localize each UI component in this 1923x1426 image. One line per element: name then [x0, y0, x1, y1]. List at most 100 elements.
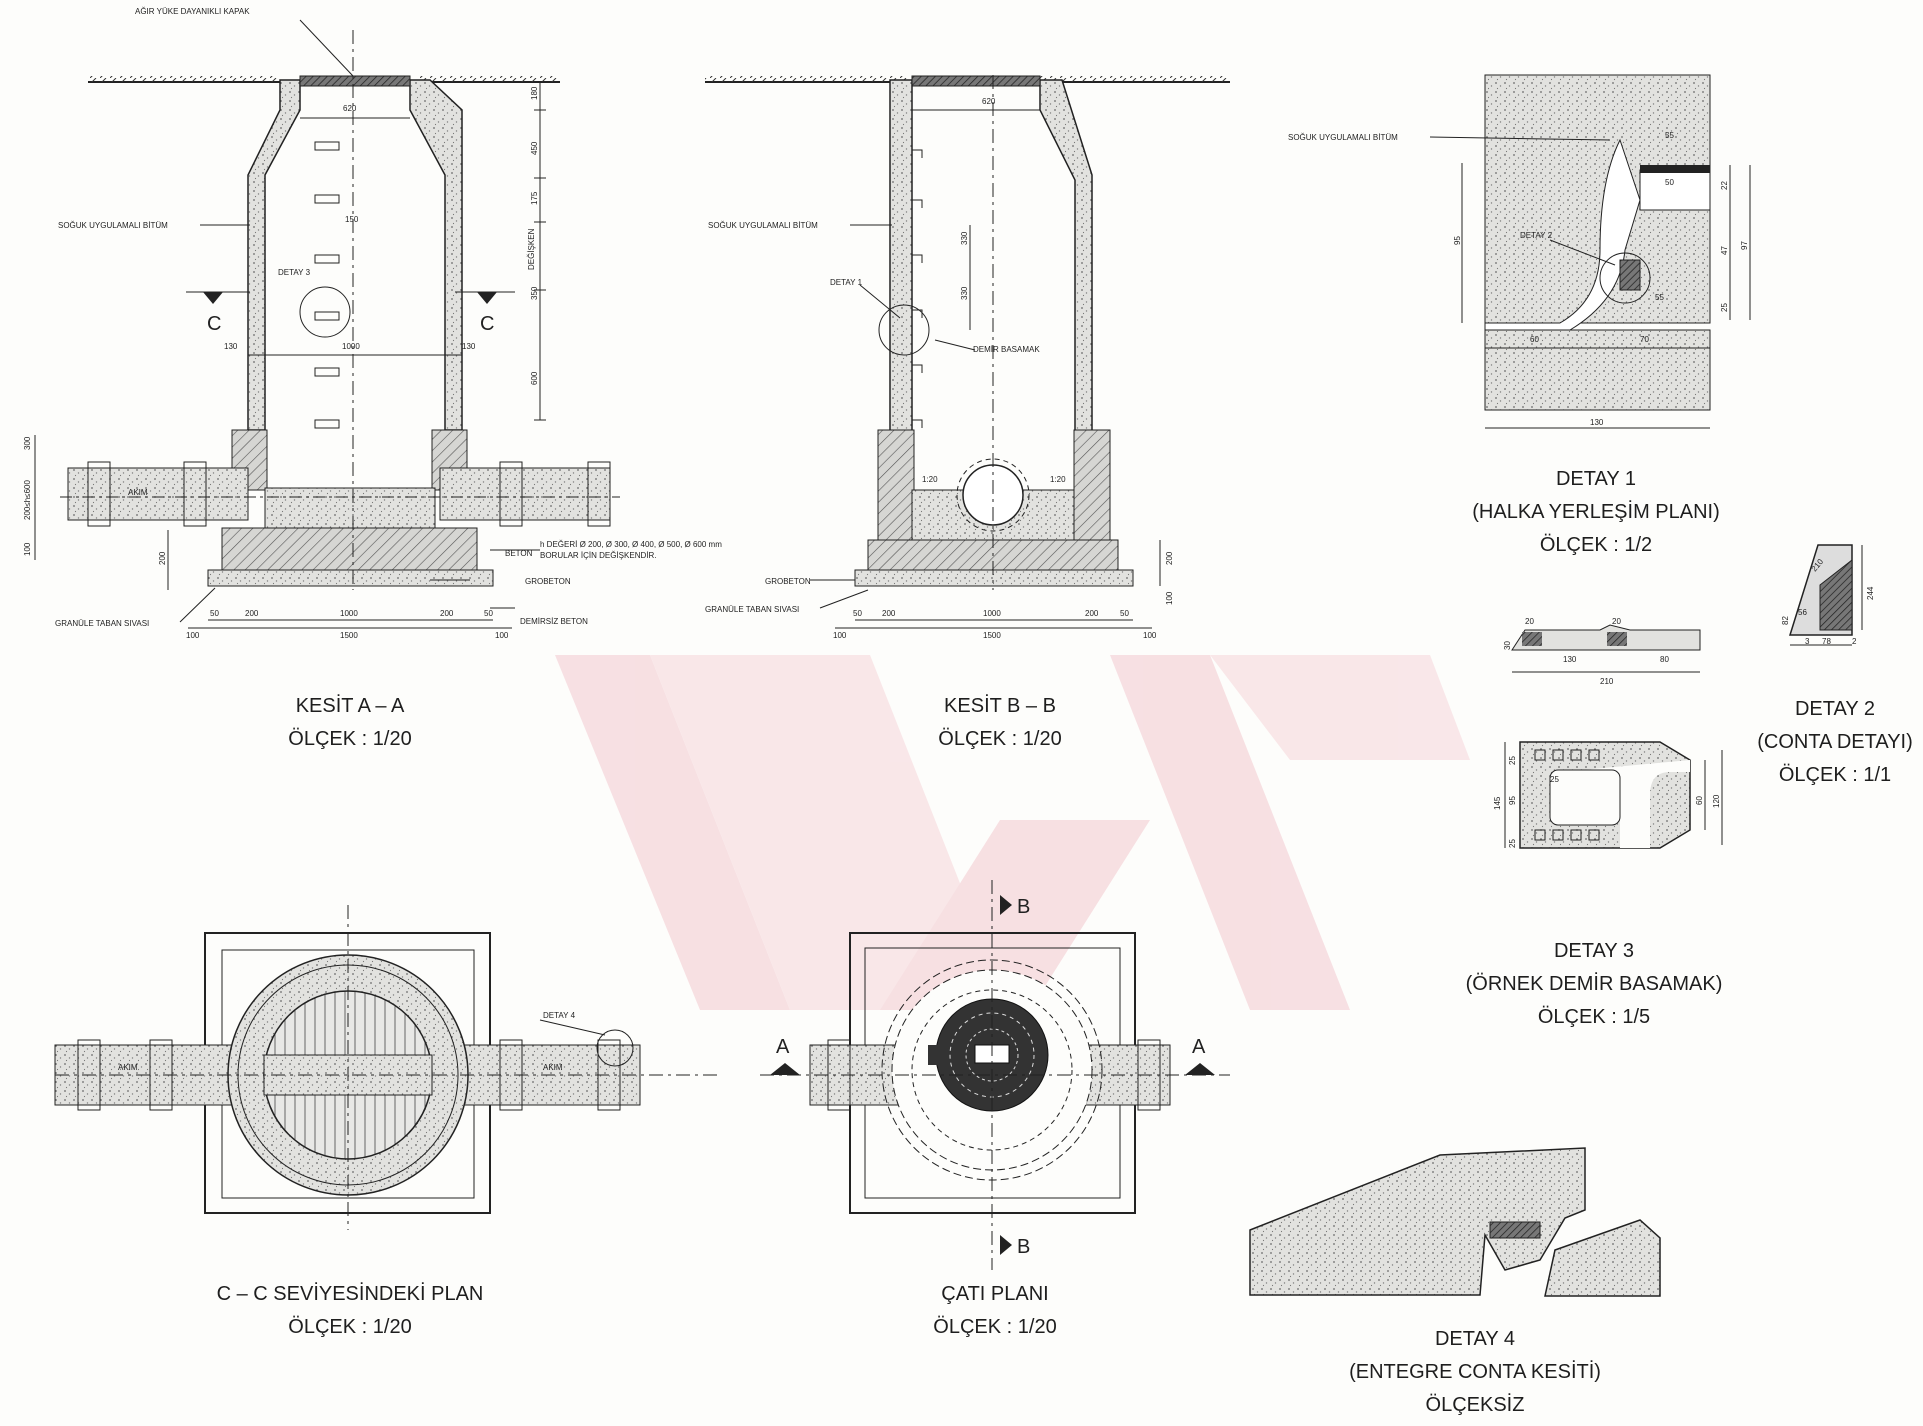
- label-bb-grobeton: GROBETON: [765, 577, 811, 586]
- section-aa-drawing: [34, 19, 620, 629]
- label-detail3: DETAY 3: [278, 268, 311, 277]
- dim-b1500: 1500: [340, 631, 358, 640]
- label-bb-bitumen: SOĞUK UYGULAMALI BİTÜM: [708, 221, 818, 230]
- caption-d4-scale: ÖLÇEKSİZ: [1425, 1394, 1525, 1416]
- caption-d2-scale: ÖLÇEK : 1/1: [1778, 764, 1892, 786]
- detail4-drawing: [1249, 1147, 1661, 1297]
- label-h-note: h DEĞERİ Ø 200, Ø 300, Ø 400, Ø 500, Ø 6…: [540, 540, 722, 549]
- caption-section-aa: KESİT A – A ÖLÇEK : 1/20: [288, 690, 411, 756]
- label-step: DEMİR BASAMAK: [973, 345, 1040, 354]
- plan-cc-drawing: [54, 905, 720, 1230]
- dim-600: 600: [530, 371, 539, 385]
- dim-h-range: 200≤h≤600: [23, 480, 32, 520]
- caption-d1-subtitle: (HALKA YERLEŞİM PLANI): [1472, 501, 1720, 523]
- dim-d3-p25b: 25: [1508, 756, 1517, 765]
- dim-bb-330b: 330: [960, 286, 969, 300]
- caption-d1-scale: ÖLÇEK : 1/2: [1539, 534, 1653, 556]
- dim-d3-p25c: 25: [1508, 839, 1517, 848]
- dim-d3-p95: 95: [1508, 796, 1517, 805]
- dim-d2-78: 78: [1822, 637, 1831, 646]
- dim-d3-t210: 210: [1600, 677, 1614, 686]
- dim-d3-p25: 25: [1550, 775, 1559, 784]
- dim-bb-slope-left: 1:20: [922, 475, 938, 484]
- dim-b100b: 100: [495, 631, 509, 640]
- dim-d1-55: 55: [1665, 131, 1674, 140]
- dim-d1-50: 50: [1665, 178, 1674, 187]
- dim-180: 180: [530, 86, 539, 100]
- caption-cc-title: C – C SEVİYESİNDEKİ PLAN: [216, 1283, 484, 1305]
- dim-350: 350: [530, 286, 539, 300]
- dim-d2-82: 82: [1781, 616, 1790, 625]
- label-beton: BETON: [505, 549, 533, 558]
- label-flow-right: AKIM: [543, 1063, 563, 1072]
- dim-b50a: 50: [210, 609, 219, 618]
- caption-d3-title: DETAY 3: [1553, 940, 1635, 962]
- dim-bb-b200b: 200: [1085, 609, 1099, 618]
- dim-bb-b1500: 1500: [983, 631, 1001, 640]
- dim-175: 175: [530, 191, 539, 205]
- dim-d1-95: 95: [1453, 236, 1462, 245]
- dim-200-left: 200: [158, 551, 167, 565]
- dim-bb-200: 200: [1165, 551, 1174, 565]
- caption-roof-scale: ÖLÇEK : 1/20: [933, 1316, 1057, 1338]
- dim-d3-t30: 30: [1503, 641, 1512, 650]
- dim-bb-b100a: 100: [833, 631, 847, 640]
- label-demirsiz: DEMİRSİZ BETON: [520, 617, 588, 626]
- label-section-c-right: C: [480, 313, 494, 335]
- caption-detail4: DETAY 4 (ENTEGRE CONTA KESİTİ) ÖLÇEKSİZ: [1349, 1323, 1601, 1422]
- caption-detail3: DETAY 3 (ÖRNEK DEMİR BASAMAK) ÖLÇEK : 1/…: [1466, 935, 1723, 1034]
- dim-d1-25: 25: [1720, 303, 1729, 312]
- detail1-labels: SOĞUK UYGULAMALI BİTÜM DETAY 2 55 50 55 …: [1288, 131, 1749, 427]
- dim-d3-t130: 130: [1563, 655, 1577, 664]
- caption-detail1: DETAY 1 (HALKA YERLEŞİM PLANI) ÖLÇEK : 1…: [1472, 463, 1720, 562]
- label-b-bottom: B: [1017, 1236, 1030, 1258]
- detail1-drawing: [1429, 74, 1751, 429]
- label-a-left: A: [776, 1036, 790, 1058]
- dim-d1-97: 97: [1740, 241, 1749, 250]
- dim-b200a: 200: [245, 609, 259, 618]
- label-bb-granule: GRANÜLE TABAN SIVASI: [705, 605, 799, 614]
- label-detail4: DETAY 4: [543, 1011, 576, 1020]
- caption-d1-title: DETAY 1: [1555, 468, 1637, 490]
- dim-150: 150: [345, 215, 359, 224]
- dim-d3-t20a: 20: [1525, 617, 1534, 626]
- caption-d3-scale: ÖLÇEK : 1/5: [1537, 1006, 1651, 1028]
- caption-aa-title: KESİT A – A: [295, 695, 405, 717]
- caption-d4-subtitle: (ENTEGRE CONTA KESİTİ): [1349, 1361, 1601, 1383]
- dim-bb-100: 100: [1165, 591, 1174, 605]
- caption-roof-plan: ÇATI PLANI ÖLÇEK : 1/20: [933, 1278, 1056, 1344]
- dim-d2-3: 3: [1805, 637, 1810, 646]
- section-bb-labels: SOĞUK UYGULAMALI BİTÜM DETAY 1 DEMİR BAS…: [705, 97, 1174, 640]
- label-section-c-left: C: [207, 313, 221, 335]
- dim-b200b: 200: [440, 609, 454, 618]
- caption-d2-subtitle: (CONTA DETAYI): [1757, 731, 1913, 753]
- dim-620: 620: [343, 104, 357, 113]
- caption-aa-scale: ÖLÇEK : 1/20: [288, 728, 412, 750]
- label-bitumen: SOĞUK UYGULAMALI BİTÜM: [58, 221, 168, 230]
- label-pipe-note: BORULAR İÇİN DEĞİŞKENDİR.: [540, 551, 656, 560]
- caption-bb-title: KESİT B – B: [944, 695, 1056, 717]
- roof-plan-labels: B B A A: [776, 896, 1206, 1258]
- dim-bb-b50b: 50: [1120, 609, 1129, 618]
- label-flow: AKIM: [128, 488, 148, 497]
- dim-bb-b50a: 50: [853, 609, 862, 618]
- dim-b1000: 1000: [340, 609, 358, 618]
- section-aa-labels: AĞIR YÜKE DAYANIKLI KAPAK SOĞUK UYGULAMA…: [23, 7, 722, 640]
- label-b-top: B: [1017, 896, 1030, 918]
- label-flow-left: AKIM: [118, 1063, 138, 1072]
- dim-b50b: 50: [484, 609, 493, 618]
- caption-d2-title: DETAY 2: [1794, 698, 1876, 720]
- label-detail1: DETAY 1: [830, 278, 863, 287]
- dim-bb-620: 620: [982, 97, 996, 106]
- watermark-logo: [555, 655, 1470, 1010]
- dim-130-right: 130: [462, 342, 476, 351]
- dim-300: 300: [23, 436, 32, 450]
- dim-d3-p145: 145: [1493, 796, 1502, 810]
- dim-d1-130: 130: [1590, 418, 1604, 427]
- label-granule: GRANÜLE TABAN SIVASI: [55, 619, 149, 628]
- dim-d1-22: 22: [1720, 181, 1729, 190]
- detail2-drawing: [1788, 544, 1863, 646]
- caption-cc-scale: ÖLÇEK : 1/20: [288, 1316, 412, 1338]
- dim-bb-b100b: 100: [1143, 631, 1157, 640]
- dim-bb-330a: 330: [960, 231, 969, 245]
